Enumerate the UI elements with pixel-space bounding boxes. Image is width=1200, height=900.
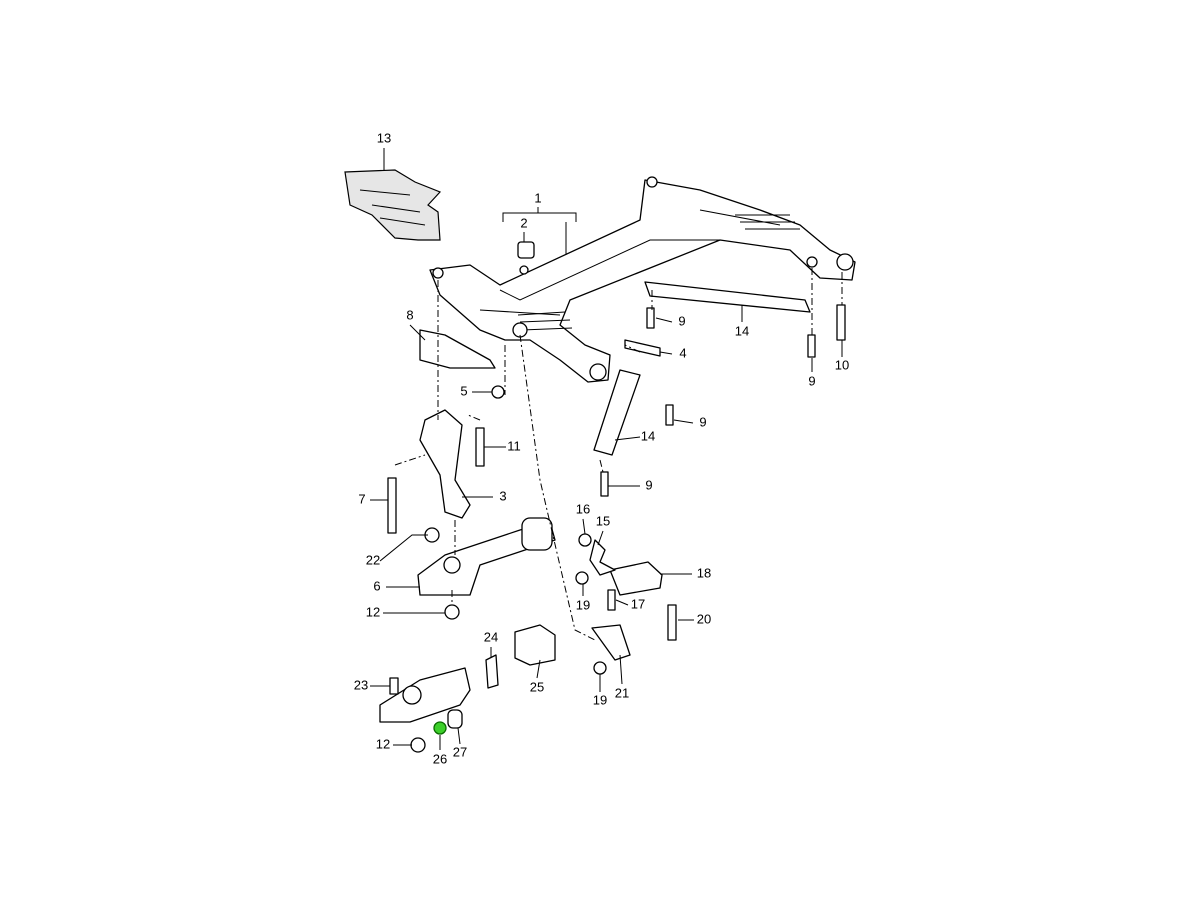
lower-arm-part-23[interactable] [379, 667, 471, 723]
bushing-part-25[interactable] [514, 624, 556, 666]
bolt-part-11[interactable] [475, 427, 485, 467]
callout-6[interactable]: 6 [373, 578, 380, 593]
bracket-part-15[interactable] [589, 539, 616, 576]
bolt-part-9[interactable] [646, 307, 655, 329]
mount-part-3[interactable] [419, 409, 471, 519]
callout-15[interactable]: 15 [596, 513, 610, 528]
nut-part-26-highlighted[interactable] [433, 721, 447, 735]
callout-19[interactable]: 19 [593, 692, 607, 707]
callout-2[interactable]: 2 [520, 215, 527, 230]
clip-part-24[interactable] [485, 654, 499, 689]
callout-12[interactable]: 12 [366, 604, 380, 619]
washer-part-19[interactable] [575, 571, 589, 585]
callout-8[interactable]: 8 [406, 307, 413, 322]
control-arm-part-6[interactable] [417, 517, 556, 596]
callout-27[interactable]: 27 [453, 744, 467, 759]
callout-11[interactable]: 11 [507, 438, 521, 453]
callout-18[interactable]: 18 [697, 565, 711, 580]
callout-24[interactable]: 24 [484, 629, 498, 644]
callout-13[interactable]: 13 [377, 130, 391, 145]
heat-shield-part-13[interactable] [344, 169, 442, 241]
callout-7[interactable]: 7 [358, 491, 365, 506]
callout-3[interactable]: 3 [499, 488, 506, 503]
callout-25[interactable]: 25 [530, 679, 544, 694]
callout-19[interactable]: 19 [576, 597, 590, 612]
bracket-part-21[interactable] [591, 624, 631, 661]
bolt-part-7[interactable] [387, 477, 397, 534]
callout-12[interactable]: 12 [376, 736, 390, 751]
bolts [387, 304, 846, 753]
callout-20[interactable]: 20 [697, 611, 711, 626]
cross-member-part-1[interactable] [429, 176, 856, 383]
callout-labels: 13 1 2 8 9 14 4 9 10 5 9 14 11 3 7 9 16 … [354, 130, 849, 766]
bolt-part-17[interactable] [607, 589, 616, 611]
bracket-part-8[interactable] [419, 329, 496, 369]
callout-9[interactable]: 9 [808, 373, 815, 388]
callout-23[interactable]: 23 [354, 677, 368, 692]
callout-21[interactable]: 21 [615, 685, 629, 700]
callout-22[interactable]: 22 [366, 552, 380, 567]
callout-16[interactable]: 16 [576, 501, 590, 516]
leader-lines [370, 148, 843, 750]
nut-part-12[interactable] [444, 604, 460, 620]
bolt-part-9[interactable] [665, 404, 674, 426]
callout-9[interactable]: 9 [699, 414, 706, 429]
bolt-part-16[interactable] [578, 533, 592, 547]
brace-part-14-upper[interactable] [644, 281, 811, 313]
bolt-part-9[interactable] [807, 334, 816, 358]
callout-26[interactable]: 26 [433, 751, 447, 766]
link-part-20[interactable] [667, 604, 677, 641]
callout-4[interactable]: 4 [679, 345, 686, 360]
callout-9[interactable]: 9 [678, 313, 685, 328]
callout-5[interactable]: 5 [460, 383, 467, 398]
callout-10[interactable]: 10 [835, 357, 849, 372]
nut-part-12[interactable] [410, 737, 426, 753]
callout-17[interactable]: 17 [631, 596, 645, 611]
sensor-part-18[interactable] [609, 561, 663, 596]
bolt-part-9[interactable] [600, 471, 609, 497]
assembly-lines [394, 268, 843, 641]
callout-14[interactable]: 14 [735, 323, 749, 338]
callout-1[interactable]: 1 [534, 190, 541, 205]
callout-9[interactable]: 9 [645, 477, 652, 492]
bushing-part-2[interactable] [517, 241, 535, 259]
bolt-part-10[interactable] [836, 304, 846, 341]
brace-part-14-lower[interactable] [593, 369, 641, 456]
nut-part-5[interactable] [491, 385, 505, 399]
bushing-part-27[interactable] [447, 709, 463, 729]
nut-part-19[interactable] [593, 661, 607, 675]
callout-14[interactable]: 14 [641, 428, 655, 443]
